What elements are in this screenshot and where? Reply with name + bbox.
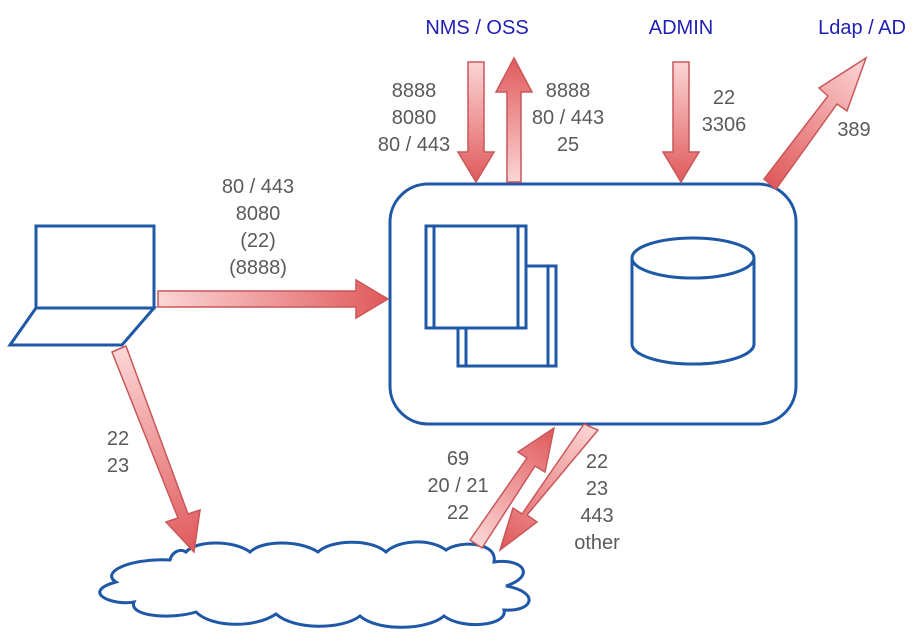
ports-nms-out: 8888 80 / 443 25 (532, 80, 604, 156)
port-label: 23 (586, 478, 608, 500)
arrow-nms-to-server (456, 61, 496, 184)
port-label: 8080 (236, 203, 281, 225)
cloud-icon (98, 540, 531, 629)
port-label: 20 / 21 (427, 475, 488, 497)
arrow-admin-to-server (661, 61, 701, 184)
arrow-laptop-to-server (157, 278, 390, 320)
port-label: other (574, 532, 620, 554)
ports-nms-in: 8888 8080 80 / 443 (378, 80, 450, 156)
port-label: 22 (586, 451, 608, 473)
ports-cloud-to-server: 69 20 / 21 22 (427, 448, 488, 524)
port-label: 3306 (702, 114, 747, 136)
ports-ldap-out: 389 (837, 119, 870, 141)
documents-icon (424, 224, 558, 368)
ports-laptop-to-cloud: 22 23 (107, 428, 129, 477)
arrow-laptop-to-cloud (111, 344, 201, 554)
port-label: 8080 (392, 107, 437, 129)
port-label: 22 (447, 502, 469, 524)
arrow-server-to-ldap (762, 56, 868, 191)
port-label: 25 (557, 134, 579, 156)
admin-label: ADMIN (649, 17, 713, 39)
database-icon (630, 236, 756, 366)
port-label: (22) (240, 230, 276, 252)
arrow-cloud-to-server (468, 426, 556, 550)
port-label: 80 / 443 (532, 107, 604, 129)
port-label: 443 (580, 505, 613, 527)
port-label: 80 / 443 (222, 176, 294, 198)
port-label: 8888 (546, 80, 591, 102)
ports-server-to-cloud: 22 23 443 other (574, 451, 620, 554)
port-label: 22 (713, 87, 735, 109)
nms-oss-label: NMS / OSS (425, 17, 528, 39)
port-label: 80 / 443 (378, 134, 450, 156)
arrow-server-to-cloud (498, 423, 600, 553)
port-label: 22 (107, 428, 129, 450)
ldap-ad-label: Ldap / AD (818, 17, 906, 39)
ports-admin-in: 22 3306 (702, 87, 747, 136)
port-label: 389 (837, 119, 870, 141)
laptop-icon (7, 224, 158, 347)
port-label: 8888 (392, 80, 437, 102)
port-label: (8888) (229, 257, 287, 279)
port-label: 69 (447, 448, 469, 470)
port-label: 23 (107, 455, 129, 477)
ports-laptop-to-server: 80 / 443 8080 (22) (8888) (222, 176, 294, 279)
arrow-server-to-nms (494, 56, 534, 183)
